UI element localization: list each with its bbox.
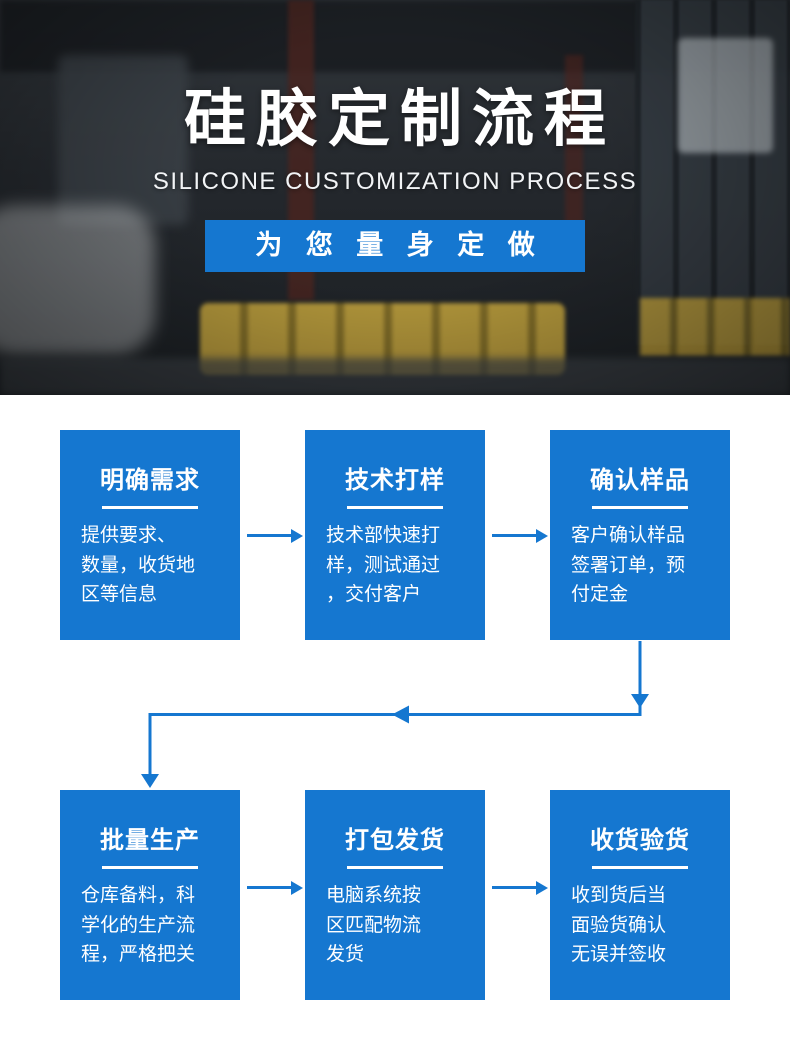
step-description: 收到货后当 面验货确认 无误并签收 [571,885,667,966]
step-description: 仓库备料，科 学化的生产流 程，严格把关 [81,885,196,966]
step-box-sampling: 技术打样 技术部快速打 样，测试通过 ，交付客户 [305,430,485,640]
title-underline [347,866,443,869]
title-underline [347,506,443,509]
arrow-step1-to-step2-icon [247,534,291,537]
arrow-step2-to-step3-icon [492,534,536,537]
step-description: 技术部快速打 样，测试通过 ，交付客户 [326,525,441,606]
step-title: 打包发货 [345,827,445,854]
photo-yellow-buckets-right-shape [640,298,790,356]
title-underline [102,506,198,509]
step-title: 确认样品 [590,467,690,494]
step-description: 提供要求、 数量，收货地 区等信息 [81,525,196,606]
title-underline [592,866,688,869]
photo-floor-shape [0,358,790,395]
step-title: 明确需求 [100,467,200,494]
arrow-step5-to-step6-icon [492,886,536,889]
step-box-requirements: 明确需求 提供要求、 数量，收货地 区等信息 [60,430,240,640]
photo-machine-shape [58,55,188,225]
step-box-mass-production: 批量生产 仓库备料，科 学化的生产流 程，严格把关 [60,790,240,1000]
step-box-receive-inspect: 收货验货 收到货后当 面验货确认 无误并签收 [550,790,730,1000]
title-underline [102,866,198,869]
title-underline [592,506,688,509]
arrow-step3-to-step4-icon [141,641,649,788]
step-title: 收货验货 [590,827,690,854]
step-description: 客户确认样品 签署订单，预 付定金 [571,525,686,606]
hero-content: 硅胶定制流程 SILICONE CUSTOMIZATION PROCESS 为 … [0,0,790,395]
step-description: 电脑系统按 区匹配物流 发货 [326,885,422,966]
hero-title: 硅胶定制流程 [183,85,616,154]
hero-subtitle: SILICONE CUSTOMIZATION PROCESS [152,168,638,196]
step-box-confirm-sample: 确认样品 客户确认样品 签署订单，预 付定金 [550,430,730,640]
photo-red-pillar-2-shape [565,55,583,245]
arrow-step4-to-step5-icon [247,886,291,889]
step-title: 技术打样 [345,467,445,494]
photo-vignette-overlay [0,0,790,395]
photo-white-sacks-shape [0,205,155,355]
hero-tagline-banner: 为 您 量 身 定 做 [205,220,585,272]
photo-container-shape [678,38,773,153]
factory-photo-background [0,0,790,395]
step-title: 批量生产 [100,827,200,854]
step-box-packing-shipping: 打包发货 电脑系统按 区匹配物流 发货 [305,790,485,1000]
hero-banner: 硅胶定制流程 SILICONE CUSTOMIZATION PROCESS 为 … [0,0,790,395]
